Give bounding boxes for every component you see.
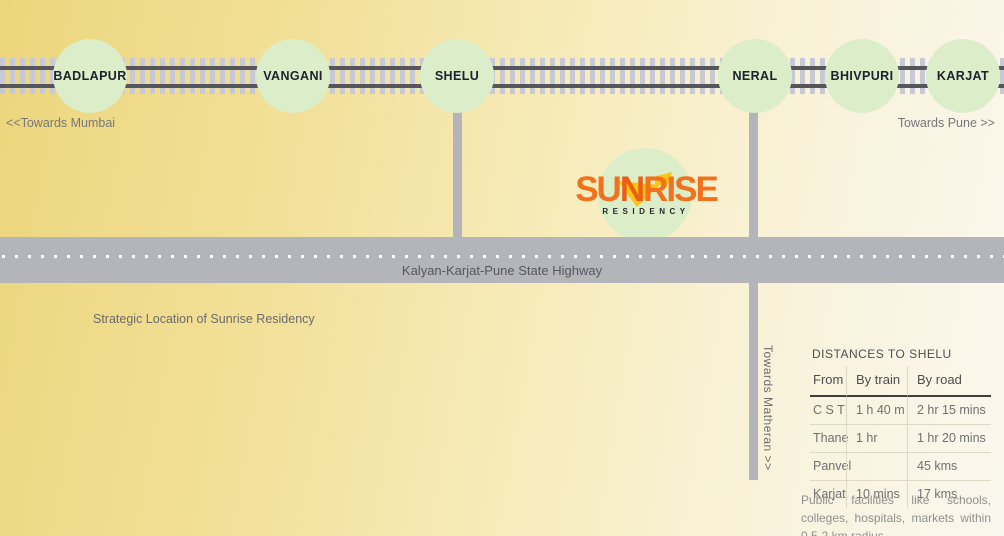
station-label: BHIVPURI <box>830 69 894 83</box>
table-cell: Karjat <box>813 487 846 501</box>
station-neral: NERAL <box>718 39 792 113</box>
towards-matheran-label: Towards Matheran >> <box>761 345 775 471</box>
table-cell: Panvel <box>810 453 851 481</box>
logo-wordmark: SUNRISE <box>566 170 726 210</box>
distances-table: From By train By road C S T 1 h 40 m 2 h… <box>810 366 991 508</box>
shelu-access-road <box>453 108 462 238</box>
col-header-by-train: By train <box>846 366 907 397</box>
towards-pune-label: Towards Pune >> <box>897 116 995 130</box>
station-karjat: KARJAT <box>926 39 1000 113</box>
table-cell: C S T <box>810 397 846 425</box>
state-highway: Kalyan-Karjat-Pune State Highway <box>0 237 1004 283</box>
logo-subtitle: RESIDENCY <box>602 207 690 216</box>
station-label: VANGANI <box>263 69 323 83</box>
station-label: SHELU <box>434 69 480 83</box>
logo-sunray-icon <box>655 172 672 187</box>
table-cell: 17 kms <box>907 481 991 508</box>
map-caption: Strategic Location of Sunrise Residency <box>93 312 315 326</box>
table-cell: 1 hr 20 mins <box>907 425 991 453</box>
station-label: BADLAPUR <box>53 69 127 83</box>
railway-rail-bottom <box>0 84 1004 88</box>
highway-center-line <box>2 255 1004 258</box>
logo-part: RISE <box>643 170 719 209</box>
station-bhivpuri: BHIVPURI <box>825 39 899 113</box>
railway-rail-top <box>0 66 1004 70</box>
station-vangani: VANGANI <box>256 39 330 113</box>
highway-label: Kalyan-Karjat-Pune State Highway <box>401 263 603 278</box>
station-badlapur: BADLAPUR <box>53 39 127 113</box>
col-header-from: From <box>810 366 846 397</box>
table-cell: Thane <box>810 425 848 453</box>
towards-mumbai-label: <<Towards Mumbai <box>6 116 116 130</box>
table-cell: 2 hr 15 mins <box>907 397 991 425</box>
station-label: NERAL <box>732 69 778 83</box>
logo-part: N <box>619 170 645 209</box>
station-shelu: SHELU <box>420 39 494 113</box>
table-cell: 1 hr <box>846 425 907 453</box>
distances-table-title: DISTANCES TO SHELU <box>812 347 952 361</box>
neral-matheran-road <box>749 108 758 480</box>
table-cell: 45 kms <box>907 453 991 481</box>
facilities-footnote: Public facilities like schools, colleges… <box>801 493 991 536</box>
table-cell: 10 mins <box>846 481 907 508</box>
logo-part: SU <box>575 170 622 209</box>
table-cell: 1 h 40 m <box>846 397 907 425</box>
table-cell <box>846 453 907 481</box>
station-label: KARJAT <box>936 69 990 83</box>
col-header-by-road: By road <box>907 366 991 397</box>
